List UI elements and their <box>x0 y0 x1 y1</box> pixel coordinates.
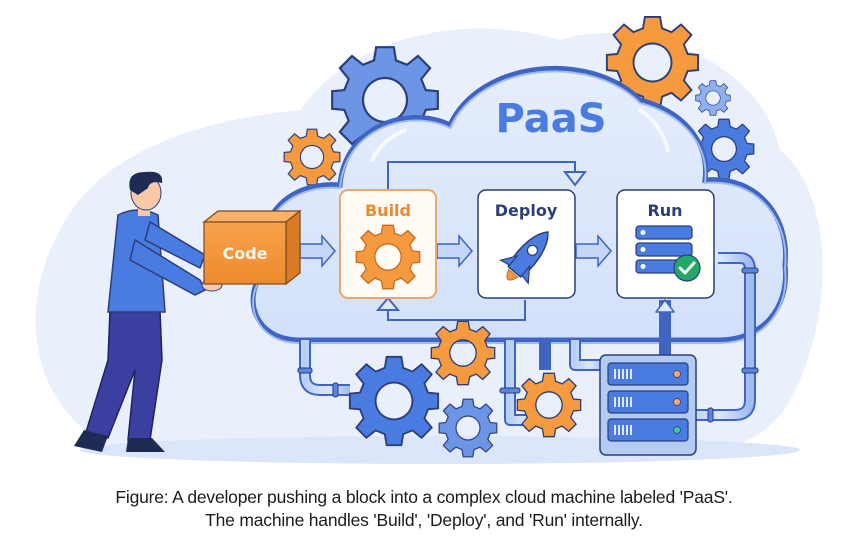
caption-line-2: The machine handles 'Build', 'Deploy', a… <box>205 510 643 530</box>
caption-line-1: Figure: A developer pushing a block into… <box>115 487 733 507</box>
figure-caption: Figure: A developer pushing a block into… <box>0 486 848 532</box>
pipes <box>297 252 759 426</box>
code-block: Code <box>202 209 302 286</box>
stage-card-build: Build <box>339 189 437 299</box>
loop-arrows <box>375 161 588 321</box>
server-unit <box>607 390 689 414</box>
stage-label-deploy: Deploy <box>495 201 558 220</box>
developer-figure <box>74 171 223 452</box>
paas-title: PaaS <box>495 96 606 142</box>
stage-label-build: Build <box>365 201 411 220</box>
flow-arrow-build-deploy <box>436 233 473 269</box>
code-block-label: Code <box>222 244 267 263</box>
stage-label-run: Run <box>647 201 682 220</box>
server-unit <box>607 418 689 442</box>
stage-card-deploy: Deploy <box>477 189 576 299</box>
flow-arrow-code-build <box>299 233 336 269</box>
stage-card-run: Run <box>616 189 715 299</box>
paas-diagram: PaaS Build Deploy Run <box>35 15 823 464</box>
server-rack <box>599 354 697 456</box>
rocket-icon <box>499 231 549 285</box>
check-badge <box>673 254 701 282</box>
server-unit <box>607 362 689 386</box>
server-check-icon <box>635 225 701 282</box>
flow-arrow-deploy-run <box>575 233 612 269</box>
